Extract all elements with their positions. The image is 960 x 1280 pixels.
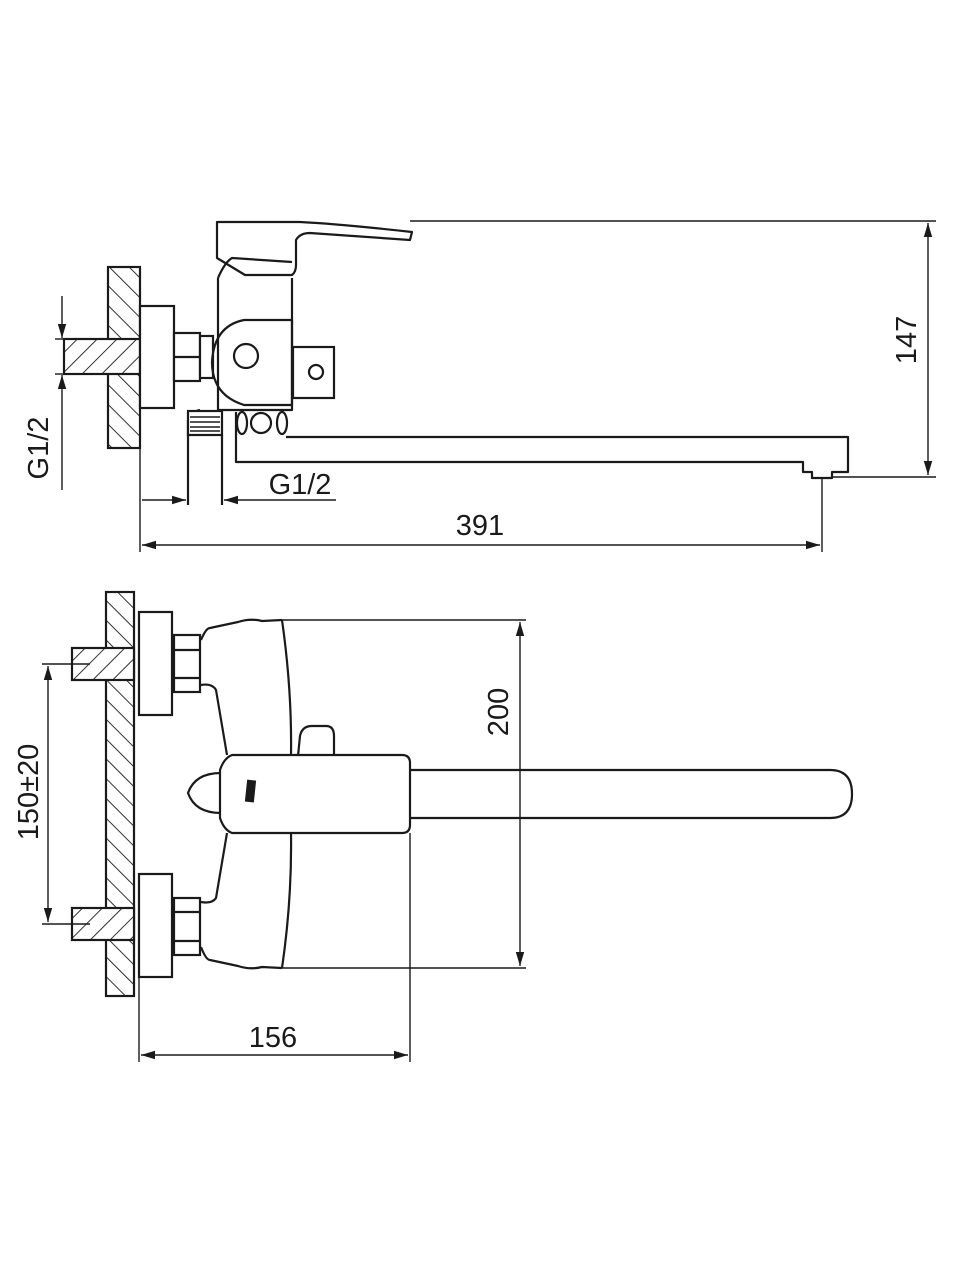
wall-flange bbox=[138, 304, 176, 410]
nut bbox=[172, 331, 202, 383]
spout-top bbox=[410, 768, 854, 820]
brand-logo bbox=[244, 779, 257, 803]
inlet-spacing-dimension-label: 150±20 bbox=[13, 744, 45, 841]
lever-handle bbox=[215, 220, 414, 277]
body-height-dimension-label: 200 bbox=[483, 688, 515, 736]
height-dimension-label: 147 bbox=[891, 316, 923, 364]
side-view: 147 G1/2 G1/2 391 bbox=[23, 220, 936, 552]
top-view: 200 150±20 156 bbox=[13, 590, 854, 1062]
lever-top bbox=[218, 753, 412, 835]
depth-dimension-label: 156 bbox=[249, 1022, 297, 1054]
eccentric-connector bbox=[198, 334, 215, 380]
inlet-pipe bbox=[62, 337, 142, 376]
nut-upper bbox=[172, 633, 202, 694]
bolt-hole-icon bbox=[232, 342, 260, 370]
nut-lower bbox=[172, 896, 202, 957]
wall-flange-lower bbox=[137, 872, 174, 979]
length-dimension-label: 391 bbox=[456, 510, 504, 542]
mixer-body-top bbox=[186, 618, 336, 970]
outlet-thread-label: G1/2 bbox=[269, 469, 332, 501]
mixer-body bbox=[210, 256, 336, 412]
inlet-thread-label-vertical: G1/2 bbox=[23, 417, 55, 480]
spout bbox=[234, 412, 850, 480]
wall-flange-upper bbox=[137, 610, 174, 717]
spout-swivel-rings bbox=[235, 410, 289, 436]
threaded-fitting bbox=[186, 408, 224, 505]
